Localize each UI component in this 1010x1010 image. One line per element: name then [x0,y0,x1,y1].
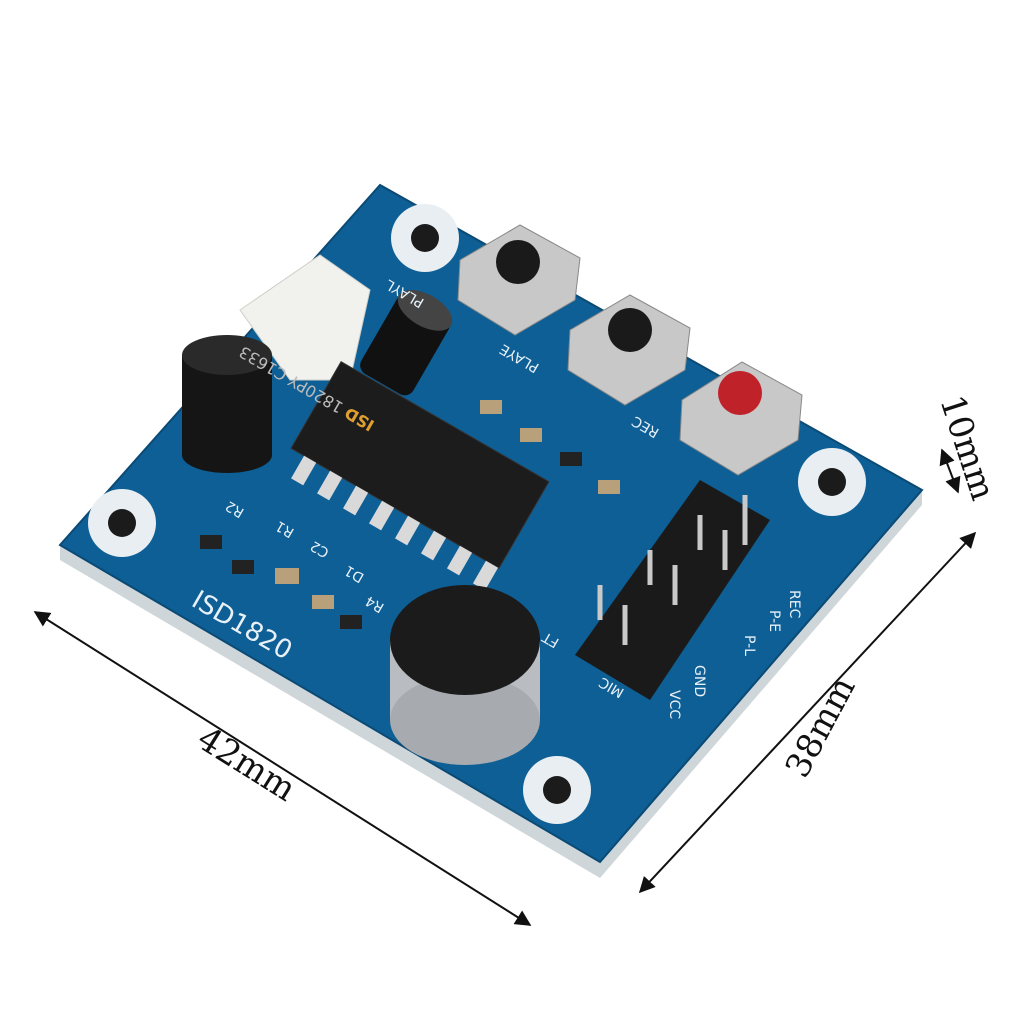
pin-label-vcc: VCC [666,690,682,719]
pin-label-pe: P-E [766,610,782,632]
height-dimension-line [939,448,961,494]
width-label: 38mm [778,670,864,784]
playl-button[interactable] [457,224,581,336]
small-capacitor [360,289,453,396]
pin-label-rec: REC [786,590,802,619]
white-connector [239,254,371,381]
microphone [390,585,540,765]
smd-components [200,400,620,629]
playe-button[interactable] [567,294,691,406]
length-label: 42mm [190,719,303,810]
height-label: 10mm [931,390,1002,505]
electrolytic-capacitor [182,335,272,473]
length-dimension-line [33,611,532,926]
rec-button[interactable] [679,361,803,476]
pin-label-pl: P-L [741,635,757,656]
width-dimension-line [638,531,977,894]
pin-label-gnd: GND [691,665,707,697]
ft-label: FT [539,628,562,650]
mounting-holes [88,204,866,824]
